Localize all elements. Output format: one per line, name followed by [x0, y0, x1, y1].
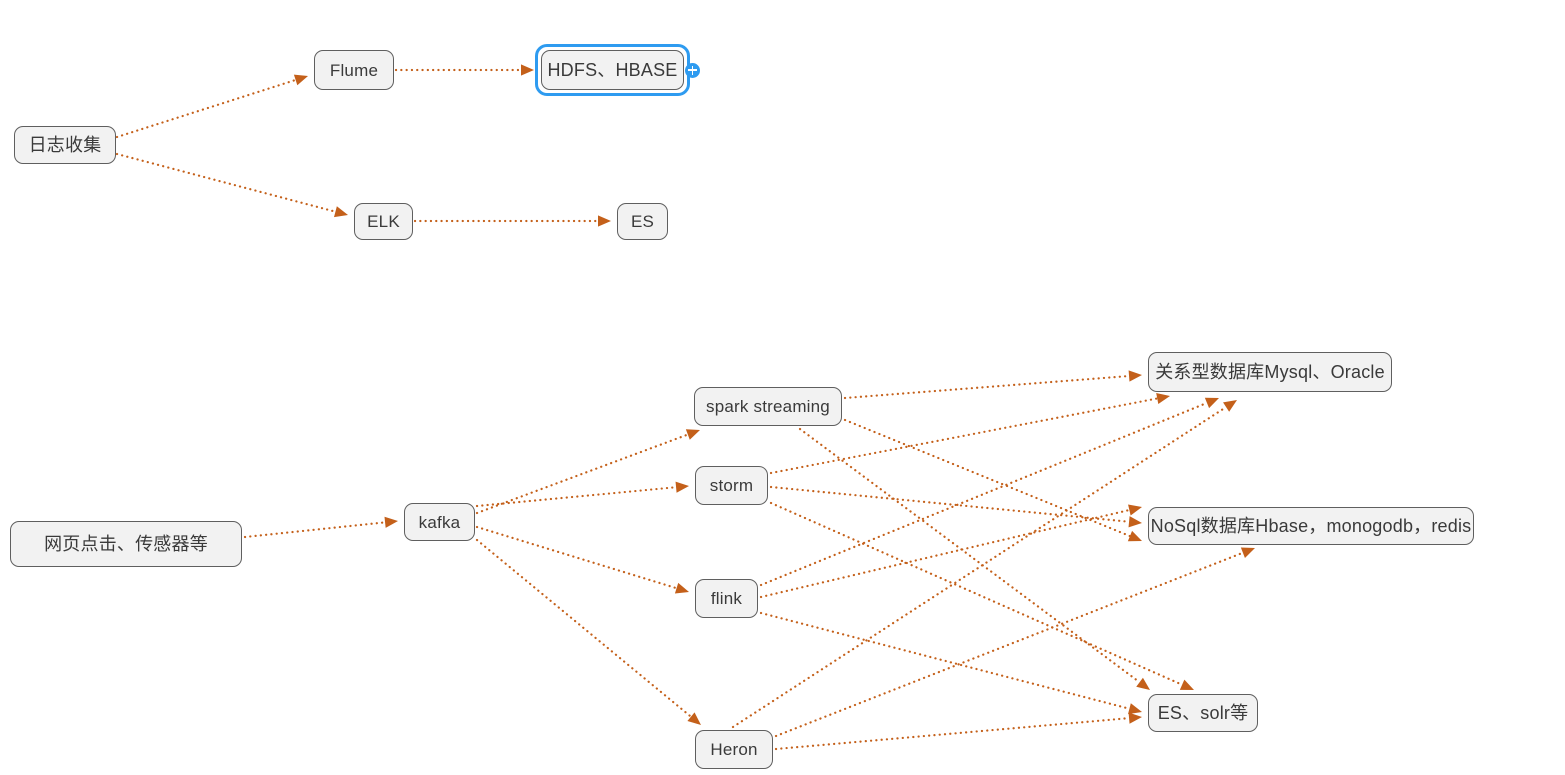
- node-web_click[interactable]: 网页点击、传感器等: [10, 521, 242, 567]
- edge-kafka-to-spark: [475, 433, 689, 515]
- arrowhead-flink-to-rdbms: [1204, 397, 1219, 409]
- node-flink[interactable]: flink: [695, 579, 758, 618]
- arrowhead-heron-to-es_solr: [1128, 712, 1142, 724]
- arrowhead-storm-to-es_solr: [1179, 679, 1194, 690]
- edge-flink-to-nosql: [759, 508, 1131, 599]
- node-es_solr[interactable]: ES、solr等: [1148, 694, 1258, 732]
- node-elk[interactable]: ELK: [354, 203, 413, 240]
- edge-storm-to-es_solr: [769, 501, 1184, 686]
- node-kafka[interactable]: kafka: [404, 503, 475, 541]
- edge-flink-to-es_solr: [759, 611, 1131, 710]
- node-es_top[interactable]: ES: [617, 203, 668, 240]
- edge-kafka-to-storm: [475, 486, 678, 508]
- node-hdfs_hbase[interactable]: HDFS、HBASE: [541, 50, 684, 90]
- edge-heron-to-es_solr: [774, 717, 1131, 751]
- arrowhead-spark-to-es_solr: [1136, 677, 1150, 690]
- arrowhead-kafka-to-heron: [687, 712, 701, 725]
- node-nosql[interactable]: NoSql数据库Hbase，monogodb，redis: [1148, 507, 1474, 545]
- edge-log_collect-to-elk: [115, 152, 337, 213]
- edge-storm-to-nosql: [769, 485, 1131, 523]
- arrowhead-storm-to-nosql: [1128, 516, 1142, 528]
- arrowhead-log_collect-to-elk: [334, 206, 348, 218]
- edge-spark-to-es_solr: [798, 427, 1141, 684]
- arrowhead-flink-to-es_solr: [1128, 703, 1142, 715]
- edge-spark-to-rdbms: [843, 374, 1131, 400]
- edge-spark-to-nosql: [843, 418, 1132, 538]
- edge-heron-to-rdbms: [731, 405, 1228, 729]
- node-rdbms[interactable]: 关系型数据库Mysql、Oracle: [1148, 352, 1392, 392]
- arrowhead-kafka-to-flink: [674, 582, 689, 594]
- node-log_collect[interactable]: 日志收集: [14, 126, 116, 164]
- edge-kafka-to-heron: [475, 538, 693, 718]
- edge-flink-to-rdbms: [759, 401, 1209, 587]
- arrowhead-elk-to-es_top: [598, 215, 611, 227]
- node-heron[interactable]: Heron: [695, 730, 773, 769]
- arrowhead-heron-to-rdbms: [1223, 400, 1237, 412]
- arrowhead-web_click-to-kafka: [384, 516, 398, 528]
- node-flume[interactable]: Flume: [314, 50, 394, 90]
- node-storm[interactable]: storm: [695, 466, 768, 505]
- add-connection-handle[interactable]: [685, 62, 700, 78]
- arrowhead-flume-to-hdfs_hbase: [521, 64, 534, 76]
- edge-log_collect-to-flume: [115, 78, 297, 139]
- node-spark[interactable]: spark streaming: [694, 387, 842, 426]
- arrowhead-flink-to-nosql: [1128, 504, 1142, 516]
- arrowhead-kafka-to-spark: [685, 429, 700, 440]
- arrowhead-kafka-to-storm: [675, 481, 689, 493]
- arrowhead-log_collect-to-flume: [293, 74, 308, 86]
- edge-kafka-to-flink: [475, 525, 678, 590]
- arrowhead-storm-to-rdbms: [1156, 392, 1170, 404]
- arrowhead-spark-to-rdbms: [1128, 370, 1142, 382]
- arrowhead-heron-to-nosql: [1240, 547, 1255, 558]
- edge-web_click-to-kafka: [243, 521, 387, 539]
- arrowhead-spark-to-nosql: [1127, 530, 1142, 542]
